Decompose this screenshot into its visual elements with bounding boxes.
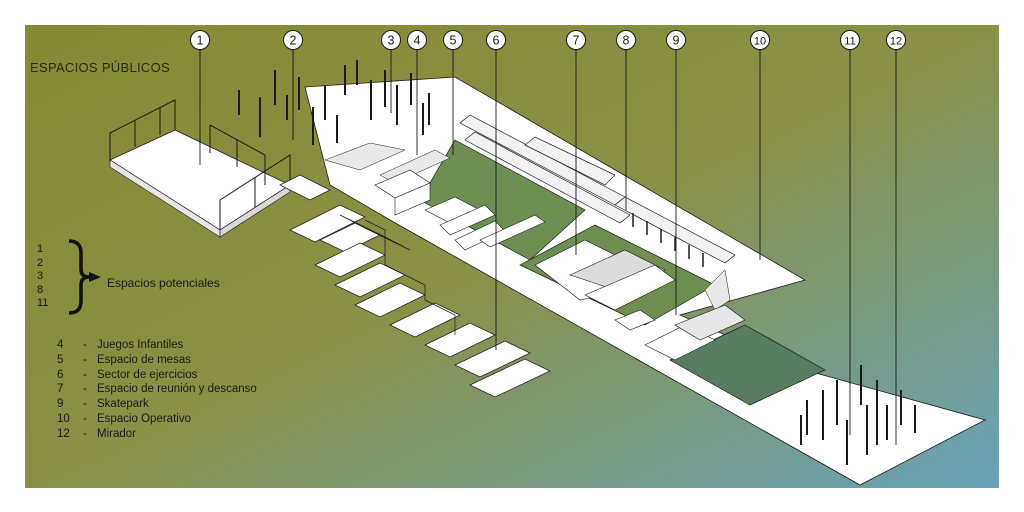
callout-circle	[886, 30, 906, 50]
legend-item: 6-Sector de ejercicios	[57, 368, 198, 381]
callout-number: 4	[414, 34, 421, 48]
callout-circle	[840, 30, 860, 50]
diagram-title: ESPACIOS PÚBLICOS	[30, 60, 170, 75]
callout-circle	[407, 30, 427, 50]
callout-number: 2	[290, 34, 297, 48]
potential-number: 8	[37, 283, 44, 296]
potential-number: 1	[37, 243, 44, 255]
callout-circle	[443, 30, 463, 50]
callout-number: 5	[450, 34, 457, 48]
callout-circle	[616, 30, 636, 50]
spaces-legend: 4-Juegos Infantiles 5-Espacio de mesas 6…	[57, 338, 257, 442]
callout-circle	[666, 30, 686, 50]
potential-number: 11	[37, 297, 49, 309]
callout-leaders	[199, 47, 897, 445]
curly-brace-icon	[68, 239, 101, 315]
potential-number: 3	[37, 270, 44, 282]
skatepark-structure	[614, 304, 746, 361]
callout-number: 10	[754, 36, 766, 48]
walkway	[279, 174, 331, 201]
railing-1	[109, 99, 176, 134]
callout-circle	[283, 30, 303, 50]
potential-spaces-list: 1 2 3 8 11	[37, 243, 48, 311]
callout-number: 7	[573, 34, 580, 48]
gallery	[459, 114, 736, 264]
callout-number: 11	[844, 36, 855, 48]
posts-group-2	[238, 70, 338, 145]
posts-group-3	[344, 60, 430, 135]
callout-number: 1	[197, 34, 204, 48]
callout-circle	[750, 30, 770, 50]
callout-circle	[190, 30, 210, 50]
callout-number: 9	[673, 34, 680, 48]
courtyard-bottom	[669, 324, 826, 406]
legend-item: 9-Skatepark	[57, 398, 149, 411]
callout-circle	[381, 30, 401, 50]
platform-1-front	[219, 184, 291, 238]
stairs	[324, 142, 731, 311]
callout-circle	[566, 30, 586, 50]
posts-group-11	[800, 365, 916, 465]
callout-number: 8	[623, 34, 630, 48]
callout-circle	[486, 30, 506, 50]
potential-number: 2	[37, 256, 44, 269]
callout-number: 12	[890, 36, 902, 48]
legend-item: 10-Espacio Operativo	[57, 412, 191, 425]
callout-number: 3	[388, 34, 395, 48]
potential-spaces-label: Espacios potenciales	[107, 276, 220, 290]
callout-number: 6	[493, 34, 500, 48]
play-structures	[374, 169, 546, 251]
legend-item: 5-Espacio de mesas	[57, 353, 191, 366]
legend-item: 12-Mirador	[57, 427, 136, 440]
stepped-path	[289, 204, 551, 398]
posts-row-8	[632, 213, 704, 267]
reunion-structure	[534, 239, 676, 311]
legend-item: 4-Juegos Infantiles	[57, 339, 184, 351]
railing-2	[209, 124, 266, 185]
legend-item: 7-Espacio de reunión y descanso	[57, 383, 257, 396]
